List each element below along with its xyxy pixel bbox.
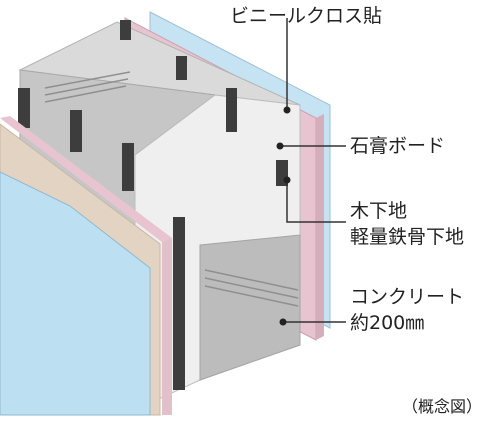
light-steel-studs [18, 20, 288, 390]
label-gypsum-board: 石膏ボード [350, 135, 446, 157]
gypsum-board-left-edge [0, 116, 172, 242]
steel-stud [120, 20, 131, 40]
concrete-bottom-face [199, 234, 301, 381]
leader-steel [286, 180, 346, 223]
steel-stud [176, 56, 187, 80]
gypsum-board-left-side [162, 238, 172, 415]
steel-stud [70, 110, 82, 152]
steel-stud [226, 88, 237, 132]
label-concept-note: （概念図） [402, 397, 483, 416]
gypsum-board-right-edge [316, 114, 324, 340]
vinyl-cloth-sheet-left [0, 171, 151, 416]
leader-lines [280, 18, 346, 323]
label-concrete: コンクリート [350, 286, 465, 308]
steel-stud [18, 88, 30, 128]
label-concrete-thickness: 約200㎜ [350, 312, 425, 334]
label-vinyl-cloth: ビニールクロス貼 [230, 5, 383, 27]
steel-stud [173, 217, 185, 390]
label-wood-base: 木下地 [350, 200, 408, 222]
steel-stud [122, 143, 134, 191]
label-light-steel: 軽量鉄骨下地 [350, 226, 465, 248]
leader-dots [276, 106, 291, 326]
concrete-texture-lines [44, 71, 299, 307]
